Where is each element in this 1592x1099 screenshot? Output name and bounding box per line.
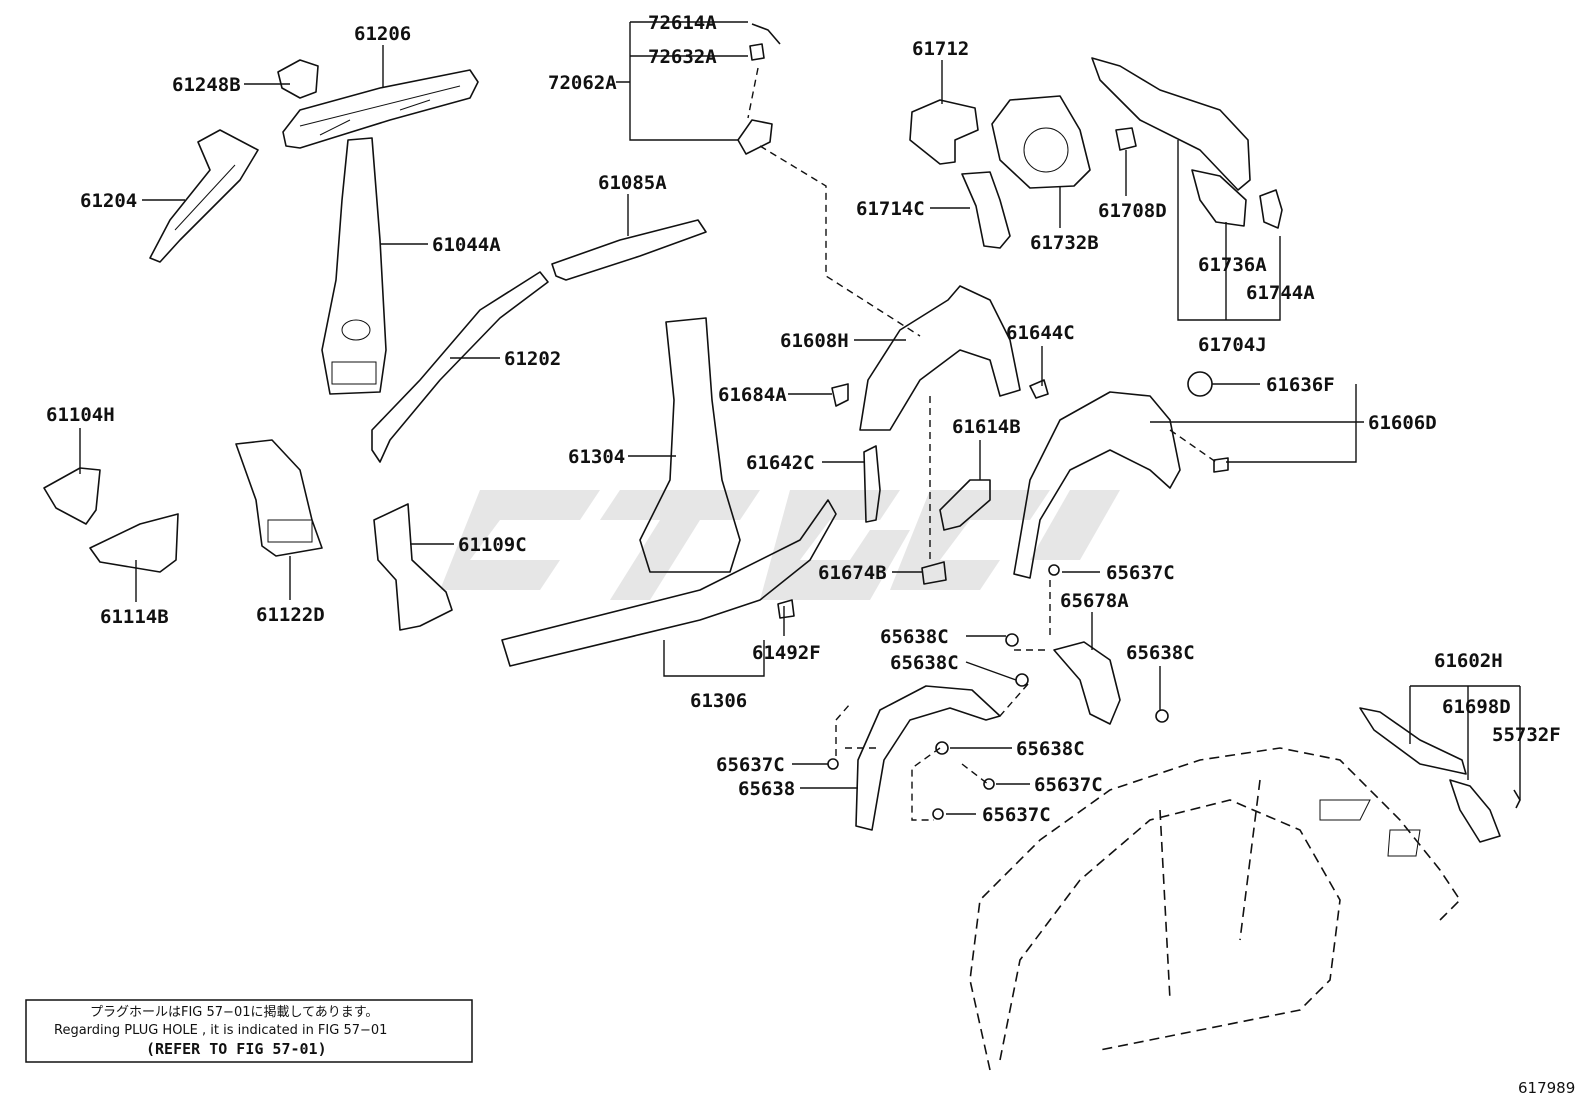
label-61644c: 61644C bbox=[1006, 322, 1075, 344]
label-65638c-3: 65638C bbox=[1126, 642, 1195, 664]
label-65678a: 65678A bbox=[1060, 590, 1129, 612]
label-61492f: 61492F bbox=[752, 642, 821, 664]
part-clip-61606d-drawing bbox=[1213, 457, 1229, 473]
label-61085a: 61085A bbox=[598, 172, 667, 194]
body-side-reference-drawing bbox=[969, 747, 1462, 1071]
label-65637c-2: 65637C bbox=[716, 754, 785, 776]
clip-65638c-2-drawing bbox=[1015, 673, 1029, 687]
label-61206: 61206 bbox=[354, 23, 411, 45]
part-61708d-drawing bbox=[1115, 127, 1137, 151]
label-61248b: 61248B bbox=[172, 74, 241, 96]
label-65638c-4: 65638C bbox=[1016, 738, 1085, 760]
part-61109c-drawing bbox=[373, 503, 453, 631]
part-61122d-drawing bbox=[235, 439, 323, 557]
part-61644c-drawing bbox=[1029, 379, 1049, 399]
label-61114b: 61114B bbox=[100, 606, 169, 628]
assembly-dashed-lines bbox=[747, 67, 1217, 821]
label-61109c: 61109C bbox=[458, 534, 527, 556]
part-61606d-drawing bbox=[1013, 391, 1181, 579]
label-61674b: 61674B bbox=[818, 562, 887, 584]
part-61684a-drawing bbox=[831, 383, 849, 407]
label-55732f: 55732F bbox=[1492, 724, 1561, 746]
label-61712: 61712 bbox=[912, 38, 969, 60]
part-72632a-drawing bbox=[749, 43, 765, 61]
label-61608h: 61608H bbox=[780, 330, 849, 352]
part-61492f-drawing bbox=[777, 599, 795, 619]
label-65638c-1: 65638C bbox=[880, 626, 949, 648]
part-61732b-drawing bbox=[991, 95, 1091, 189]
plug-hole-note: プラグホールはFIG 57−01に掲載してあります。 Regarding PLU… bbox=[25, 999, 473, 1063]
note-line-refer: (REFER TO FIG 57-01) bbox=[146, 1040, 327, 1058]
label-61606d: 61606D bbox=[1368, 412, 1437, 434]
label-65638c-2: 65638C bbox=[890, 652, 959, 674]
part-61614b-drawing bbox=[939, 479, 991, 531]
label-72062a: 72062A bbox=[548, 72, 617, 94]
part-61204-drawing bbox=[149, 129, 259, 263]
part-labels: 61206 61248B 61204 61044A 72614A 72632A … bbox=[46, 12, 1561, 826]
clip-65637c-1-drawing bbox=[1048, 564, 1060, 576]
part-61602h-drawing bbox=[1359, 707, 1467, 775]
figure-number: 617989 bbox=[1518, 1079, 1575, 1097]
label-65638: 65638 bbox=[738, 778, 795, 800]
part-65638-drawing bbox=[855, 685, 1001, 831]
label-61714c: 61714C bbox=[856, 198, 925, 220]
part-61712-drawing bbox=[909, 99, 979, 165]
clip-65637c-3-drawing bbox=[983, 778, 995, 790]
part-61202-drawing bbox=[371, 271, 549, 463]
part-61736a-drawing bbox=[1191, 169, 1247, 227]
label-61636f: 61636F bbox=[1266, 374, 1335, 396]
label-61122d: 61122D bbox=[256, 604, 325, 626]
label-61202: 61202 bbox=[504, 348, 561, 370]
clip-65638c-4-drawing bbox=[935, 741, 949, 755]
label-61614b: 61614B bbox=[952, 416, 1021, 438]
part-61104h-drawing bbox=[43, 467, 101, 525]
part-61704j-drawing bbox=[1091, 57, 1251, 191]
label-72614a: 72614A bbox=[648, 12, 717, 34]
clip-65638c-3-drawing bbox=[1155, 709, 1169, 723]
part-61304-drawing bbox=[639, 317, 741, 573]
part-72062a-bracket-drawing bbox=[737, 119, 773, 155]
part-61306-drawing bbox=[501, 499, 837, 667]
label-61698d: 61698D bbox=[1442, 696, 1511, 718]
clip-65637c-2-drawing bbox=[827, 758, 839, 770]
part-61714c-drawing bbox=[961, 171, 1011, 249]
part-61608h-drawing bbox=[859, 285, 1021, 431]
label-61044a: 61044A bbox=[432, 234, 501, 256]
part-55732f-drawing bbox=[1513, 789, 1521, 809]
note-line-english: Regarding PLUG HOLE , it is indicated in… bbox=[54, 1023, 387, 1038]
clip-65638c-1-drawing bbox=[1005, 633, 1019, 647]
part-61248b-drawing bbox=[277, 59, 319, 99]
label-61204: 61204 bbox=[80, 190, 137, 212]
label-61602h: 61602H bbox=[1434, 650, 1503, 672]
label-61736a: 61736A bbox=[1198, 254, 1267, 276]
part-61085a-drawing bbox=[551, 219, 707, 281]
label-61304: 61304 bbox=[568, 446, 625, 468]
part-72614a-drawing bbox=[751, 23, 781, 45]
label-72632a: 72632A bbox=[648, 46, 717, 68]
label-65637c-4: 65637C bbox=[982, 804, 1051, 826]
part-61636f-drawing bbox=[1187, 371, 1213, 397]
part-61674b-drawing bbox=[921, 561, 947, 585]
part-65678a-drawing bbox=[1053, 641, 1121, 725]
part-61698d-drawing bbox=[1449, 779, 1501, 843]
label-65637c-3: 65637C bbox=[1034, 774, 1103, 796]
label-61708d: 61708D bbox=[1098, 200, 1167, 222]
label-61744a: 61744A bbox=[1246, 282, 1315, 304]
part-61206-drawing bbox=[282, 69, 479, 149]
note-line-japanese: プラグホールはFIG 57−01に掲載してあります。 bbox=[90, 1004, 378, 1020]
label-65637c-1: 65637C bbox=[1106, 562, 1175, 584]
label-61642c: 61642C bbox=[746, 452, 815, 474]
label-61704j: 61704J bbox=[1198, 334, 1267, 356]
label-61104h: 61104H bbox=[46, 404, 115, 426]
label-61732b: 61732B bbox=[1030, 232, 1099, 254]
part-61744a-drawing bbox=[1259, 189, 1283, 229]
part-61114b-drawing bbox=[89, 513, 179, 573]
part-61642c-drawing bbox=[863, 445, 881, 523]
part-61044a-drawing bbox=[321, 137, 387, 395]
leader-lines bbox=[79, 21, 1521, 815]
clip-65637c-4-drawing bbox=[932, 808, 944, 820]
label-61306: 61306 bbox=[690, 690, 747, 712]
label-61684a: 61684A bbox=[718, 384, 787, 406]
